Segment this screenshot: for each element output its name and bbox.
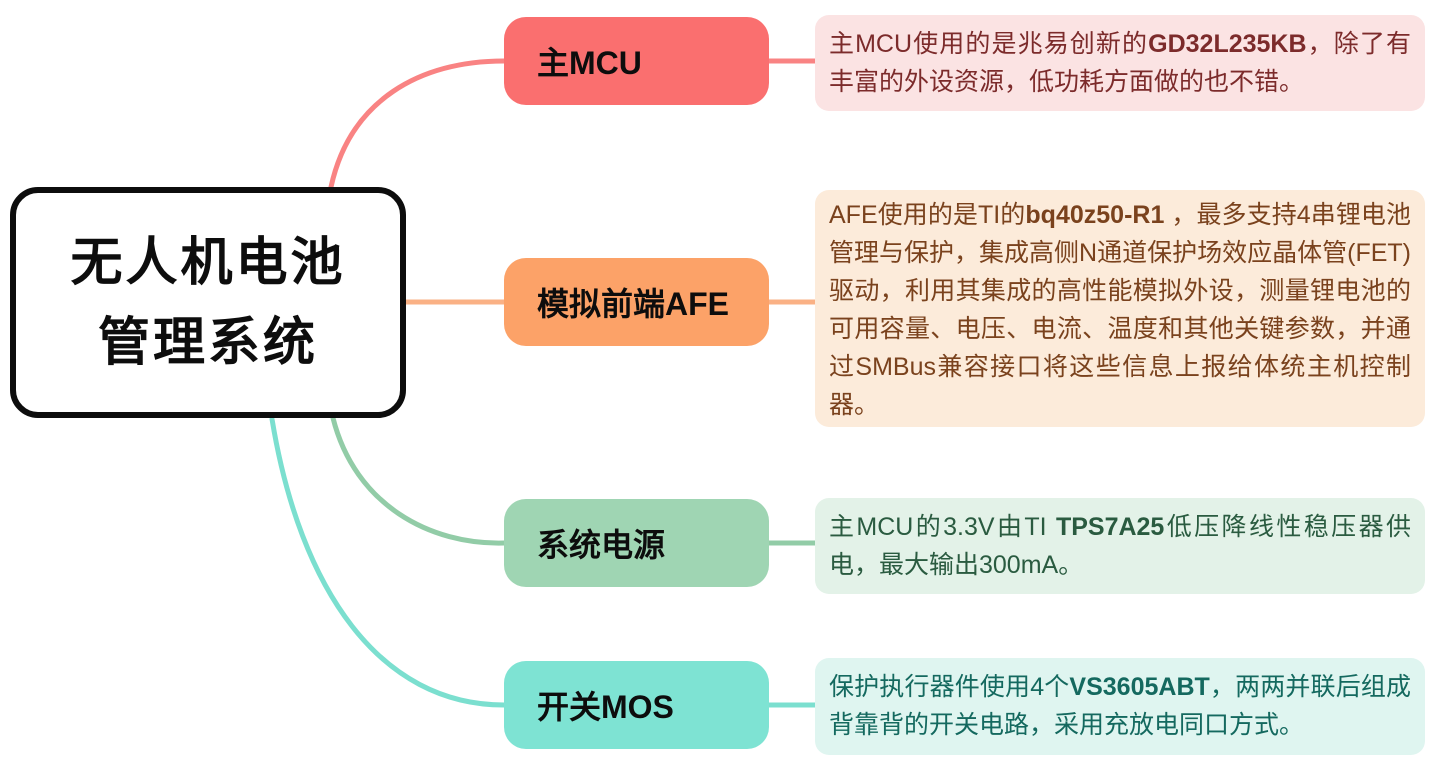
branch-label-main-mcu: 主MCU	[537, 45, 642, 81]
note-afe-part-number: bq40z50-R1	[1025, 201, 1165, 229]
note-afe[interactable]: AFE使用的是TI的bq40z50-R1 ，最多支持4串锂电池管理与保护，集成高…	[815, 190, 1425, 427]
note-main-mcu-part-number: GD32L235KB	[1148, 30, 1307, 58]
note-switch-mos[interactable]: 保护执行器件使用4个VS3605ABT，两两并联后组成背靠背的开关电路，采用充放…	[815, 658, 1425, 755]
note-main-mcu-text: 主MCU使用的是兆易创新的	[829, 30, 1149, 58]
note-switch-mos-text: 保护执行器件使用4个	[829, 673, 1070, 701]
note-switch-mos-part-number: VS3605ABT	[1069, 673, 1210, 701]
branch-node-switch-mos[interactable]: 开关MOS	[504, 661, 769, 749]
note-main-mcu[interactable]: 主MCU使用的是兆易创新的GD32L235KB，除了有丰富的外设资源，低功耗方面…	[815, 15, 1425, 111]
branch-node-system-power[interactable]: 系统电源	[504, 499, 769, 587]
root-title-line-1: 无人机电池	[70, 233, 346, 292]
connector-main-mcu-curve	[328, 58, 507, 190]
note-afe-text: AFE使用的是TI的	[829, 201, 1026, 229]
connector-system-power-curve	[330, 415, 507, 546]
note-system-power-text: 主MCU的3.3V由TI	[829, 513, 1056, 541]
branch-node-main-mcu[interactable]: 主MCU	[504, 17, 769, 105]
branch-label-afe: 模拟前端AFE	[537, 286, 730, 322]
note-switch-mos-text-suffix: ，两两并联后组成背靠背的开关电路，采用充放电同口方式。	[829, 673, 1411, 739]
root-node[interactable]: 无人机电池 管理系统	[10, 187, 406, 418]
connector-switch-mos-curve	[269, 416, 507, 708]
note-afe-text-suffix: ，最多支持4串锂电池管理与保护，集成高侧N通道保护场效应晶体管(FET) 驱动，…	[829, 201, 1412, 419]
root-title-line-2: 管理系统	[97, 313, 318, 372]
note-system-power[interactable]: 主MCU的3.3V由TI TPS7A25低压降线性稳压器供电，最大输出300mA…	[815, 498, 1425, 594]
note-main-mcu-text-suffix: ，除了有丰富的外设资源，低功耗方面做的也不错。	[829, 30, 1411, 96]
note-system-power-text-suffix: 低压降线性稳压器供电，最大输出300mA。	[829, 513, 1411, 579]
branch-label-switch-mos: 开关MOS	[537, 689, 674, 725]
branch-label-system-power: 系统电源	[537, 527, 666, 563]
branch-node-afe[interactable]: 模拟前端AFE	[504, 258, 769, 346]
note-system-power-part-number: TPS7A25	[1055, 513, 1165, 541]
